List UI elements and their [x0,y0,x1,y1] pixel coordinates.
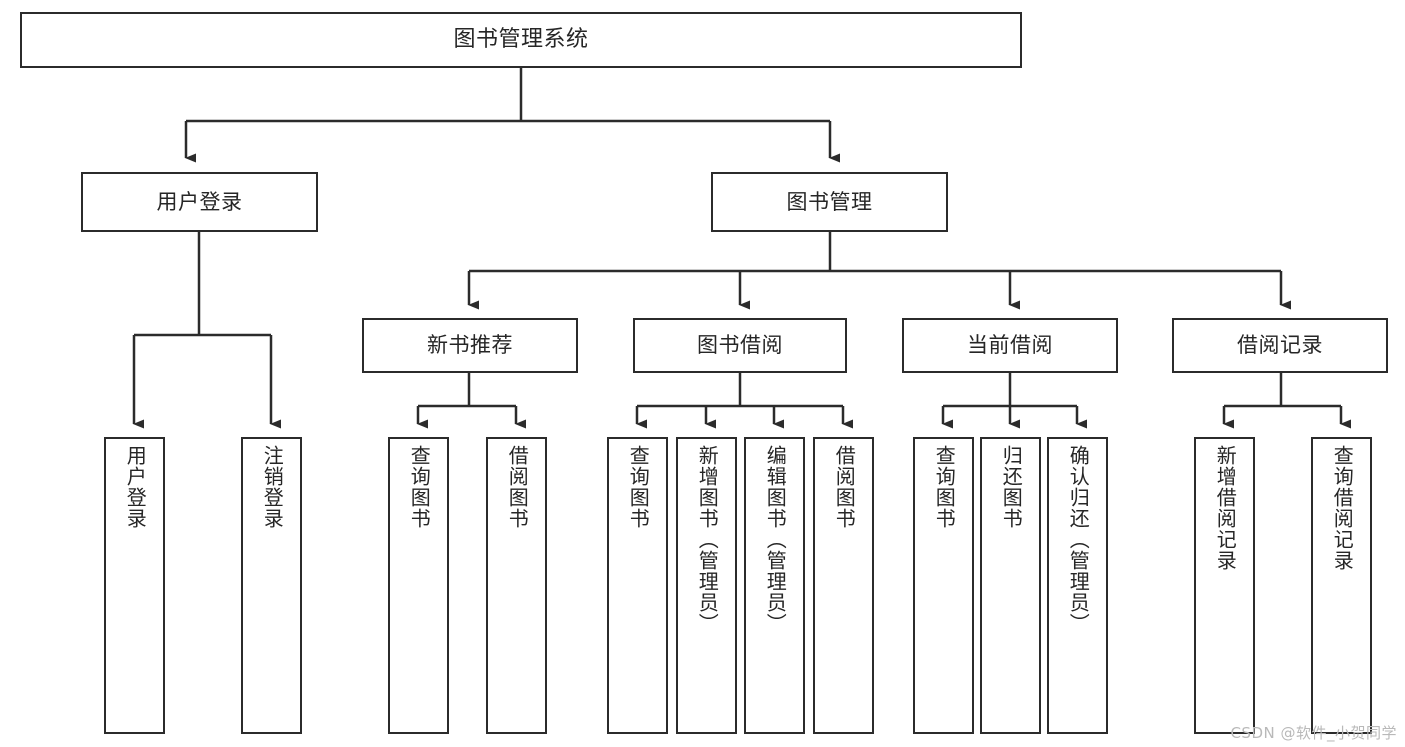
node-label: 注销登录 [260,445,285,529]
node-label: 新增图书（管理员） [695,445,720,634]
node-label: 查询图书 [626,445,651,529]
node-label: 借阅记录 [1237,333,1323,358]
node-new-book-recommend[interactable]: 新书推荐 [362,318,578,373]
node-label: 借阅图书 [505,445,530,529]
leaf-borrow-edit-book[interactable]: 编辑图书（管理员） [744,437,805,734]
leaf-record-add[interactable]: 新增借阅记录 [1194,437,1255,734]
node-label: 图书管理系统 [453,27,589,53]
node-label: 确认归还（管理员） [1066,445,1091,634]
leaf-borrow-borrow-book[interactable]: 借阅图书 [813,437,874,734]
node-label: 编辑图书（管理员） [763,445,788,634]
leaf-current-confirm-return[interactable]: 确认归还（管理员） [1047,437,1108,734]
leaf-borrow-query-book[interactable]: 查询图书 [607,437,668,734]
node-current-borrow[interactable]: 当前借阅 [902,318,1118,373]
leaf-record-query[interactable]: 查询借阅记录 [1311,437,1372,734]
leaf-new-book-query[interactable]: 查询图书 [388,437,449,734]
node-label: 查询图书 [407,445,432,529]
leaf-current-return-book[interactable]: 归还图书 [980,437,1041,734]
leaf-new-book-borrow[interactable]: 借阅图书 [486,437,547,734]
node-root-system[interactable]: 图书管理系统 [20,12,1022,68]
node-label: 用户登录 [156,189,243,214]
leaf-user-login-login[interactable]: 用户登录 [104,437,165,734]
node-label: 借阅图书 [832,445,857,529]
node-book-borrow[interactable]: 图书借阅 [633,318,847,373]
node-label: 查询借阅记录 [1330,445,1355,571]
node-book-management[interactable]: 图书管理 [711,172,948,232]
node-label: 用户登录 [123,445,148,529]
node-label: 查询图书 [932,445,957,529]
node-label: 新增借阅记录 [1213,445,1238,571]
node-label: 新书推荐 [427,333,513,358]
node-borrow-record[interactable]: 借阅记录 [1172,318,1388,373]
leaf-borrow-add-book[interactable]: 新增图书（管理员） [676,437,737,734]
leaf-current-query-book[interactable]: 查询图书 [913,437,974,734]
node-label: 归还图书 [999,445,1024,529]
node-label: 当前借阅 [967,333,1053,358]
node-label: 图书借阅 [697,333,783,358]
node-user-login[interactable]: 用户登录 [81,172,318,232]
leaf-user-login-logout[interactable]: 注销登录 [241,437,302,734]
node-label: 图书管理 [786,189,873,214]
